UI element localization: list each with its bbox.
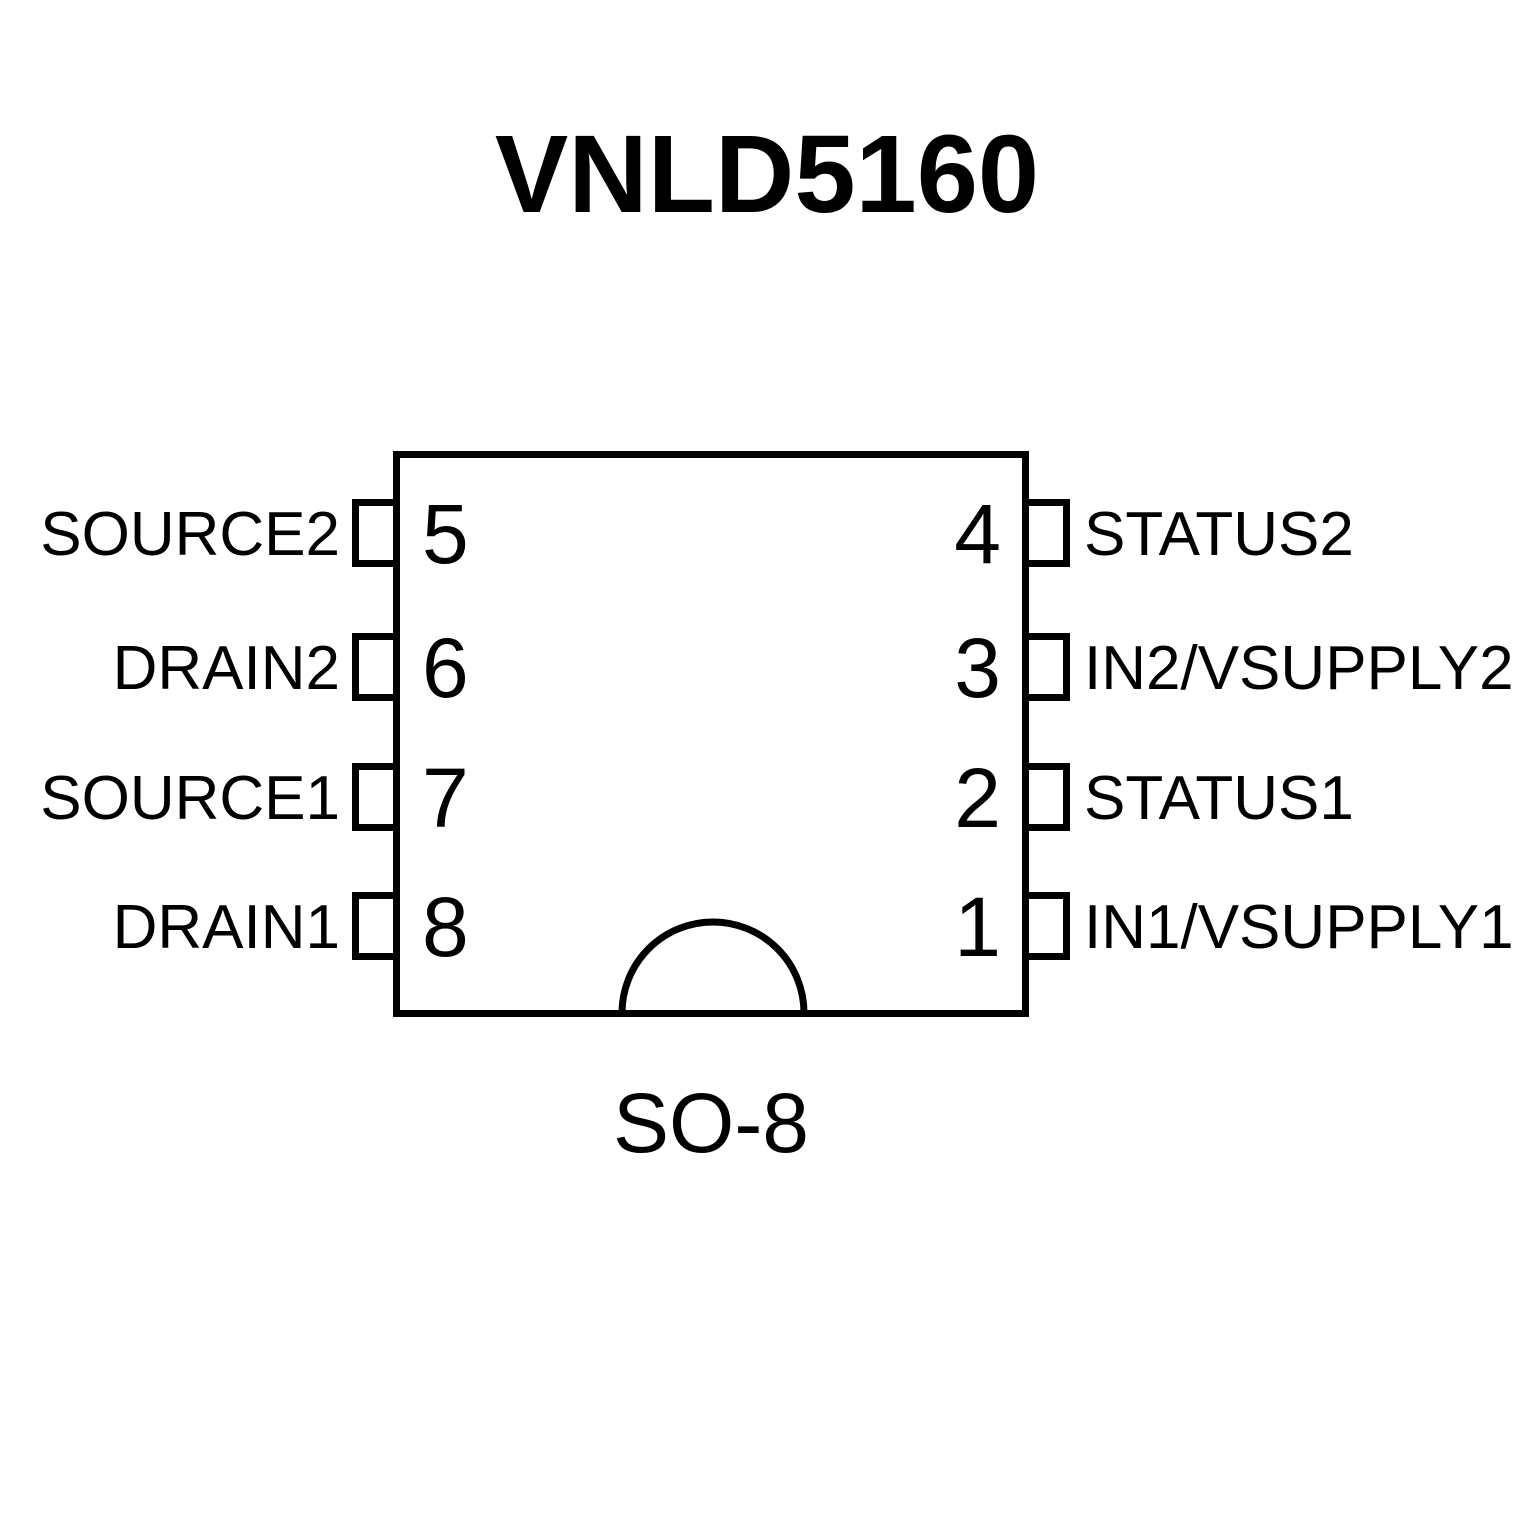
- pin-number-2: 2: [954, 751, 1001, 845]
- pin-number-4: 4: [954, 487, 1001, 581]
- pin-pad-6[interactable]: [352, 633, 400, 701]
- pin-label-1: IN1/VSUPPLY1: [1084, 893, 1514, 962]
- orientation-notch-icon: [618, 918, 808, 1014]
- pin-pad-1[interactable]: [1022, 892, 1070, 960]
- pin-pad-4[interactable]: [1022, 499, 1070, 567]
- pin-label-5: SOURCE2: [40, 500, 340, 569]
- pin-row-left-1[interactable]: DRAIN2 6: [113, 621, 469, 715]
- pin-label-2: STATUS1: [1084, 764, 1354, 833]
- package-caption: SO-8: [613, 1076, 809, 1170]
- pin-pad-8[interactable]: [352, 892, 400, 960]
- pin-row-right-1[interactable]: IN2/VSUPPLY2 3: [954, 621, 1513, 715]
- pin-number-1: 1: [954, 880, 1001, 974]
- pin-number-3: 3: [954, 621, 1001, 715]
- pin-label-6: DRAIN2: [113, 634, 340, 703]
- pin-label-3: IN2/VSUPPLY2: [1084, 634, 1514, 703]
- pin-number-5: 5: [422, 487, 469, 581]
- pin-row-left-0[interactable]: SOURCE2 5: [40, 487, 468, 581]
- pin-pad-7[interactable]: [352, 763, 400, 831]
- pin-label-8: DRAIN1: [113, 893, 340, 962]
- pin-number-7: 7: [422, 751, 469, 845]
- pin-label-7: SOURCE1: [40, 764, 340, 833]
- package-body-outline: [393, 451, 1029, 1017]
- device-title: VNLD5160: [495, 113, 1039, 236]
- pin-pad-3[interactable]: [1022, 633, 1070, 701]
- pin-row-right-3[interactable]: IN1/VSUPPLY1 1: [954, 880, 1513, 974]
- pin-row-right-2[interactable]: STATUS1 2: [954, 751, 1354, 845]
- pin-pad-5[interactable]: [352, 499, 400, 567]
- pin-number-8: 8: [422, 880, 469, 974]
- pin-pad-2[interactable]: [1022, 763, 1070, 831]
- pin-row-left-3[interactable]: DRAIN1 8: [113, 880, 469, 974]
- pin-number-6: 6: [422, 621, 469, 715]
- pin-label-4: STATUS2: [1084, 500, 1354, 569]
- pin-row-right-0[interactable]: STATUS2 4: [954, 487, 1354, 581]
- pin-row-left-2[interactable]: SOURCE1 7: [40, 751, 468, 845]
